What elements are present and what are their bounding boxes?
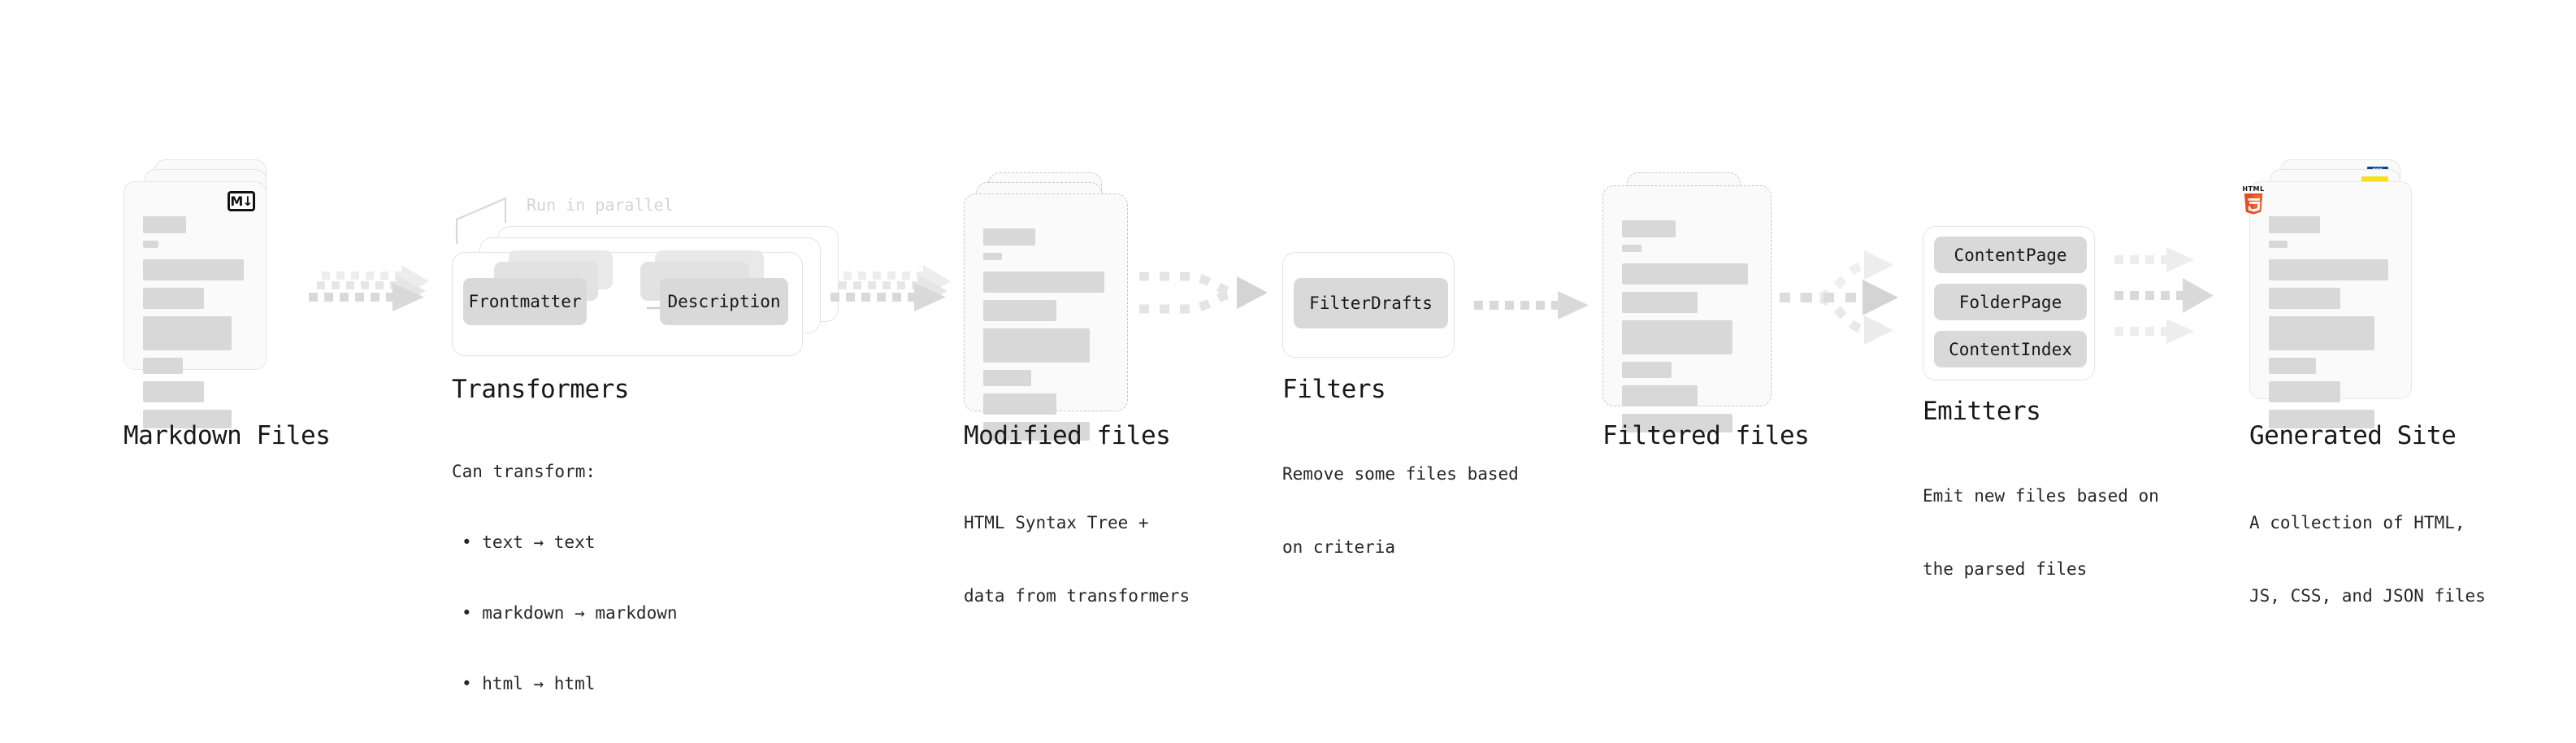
arrow-filtered-to-emitters xyxy=(1780,250,1898,345)
emitter-chip-contentpage[interactable]: ContentPage xyxy=(1934,237,2087,273)
emitters-desc-line-1: the parsed files xyxy=(1923,559,2088,579)
modified-files-card-front xyxy=(964,193,1128,441)
filter-chip-filterdrafts[interactable]: FilterDrafts xyxy=(1294,278,1448,328)
markdown-files-skeleton xyxy=(143,216,247,436)
run-in-parallel-label: Run in parallel xyxy=(527,195,674,215)
transformers-desc-line-2: • markdown → markdown xyxy=(462,603,678,623)
modified-files-skeleton xyxy=(983,228,1108,448)
emitter-chip-folderpage-label: FolderPage xyxy=(1958,292,2062,312)
filtered-files-card-front xyxy=(1602,185,1772,432)
skeleton-bar xyxy=(1622,362,1672,378)
skeleton-bar xyxy=(983,228,1035,245)
emitter-chip-folderpage[interactable]: FolderPage xyxy=(1934,284,2087,320)
generated-site-skeleton xyxy=(2269,216,2392,436)
transformers-desc-line-0: Can transform: xyxy=(452,462,596,481)
skeleton-bar xyxy=(983,253,1002,260)
run-in-parallel-bracket xyxy=(455,197,507,244)
emitters-desc-line-0: Emit new files based on xyxy=(1923,486,2159,506)
skeleton-bar xyxy=(1622,220,1676,237)
skeleton-bar xyxy=(2269,316,2374,350)
transformers-desc-line-3: • html → html xyxy=(462,674,596,693)
skeleton-bar xyxy=(143,381,204,402)
transformer-chip-frontmatter-label: Frontmatter xyxy=(468,292,582,311)
filters-desc-line-0: Remove some files based xyxy=(1282,464,1519,484)
filter-chip-filterdrafts-label: FilterDrafts xyxy=(1309,293,1433,313)
skeleton-bar xyxy=(2269,358,2316,374)
modified-files-title: Modified files xyxy=(964,421,1171,450)
skeleton-bar xyxy=(1622,292,1698,313)
skeleton-bar xyxy=(983,300,1056,321)
pipeline-diagram: M↓ Markdown Files Run in paralle xyxy=(124,159,2486,693)
generated-site-desc-line-0: A collection of HTML, xyxy=(2249,513,2465,532)
emitters-description: Emit new files based on the parsed files xyxy=(1923,435,2159,630)
arrow-filters-to-filtered xyxy=(1474,291,1589,319)
filtered-files-title: Filtered files xyxy=(1602,421,1810,450)
transformers-description: Can transform: • text → text • markdown … xyxy=(452,413,678,743)
skeleton-bar xyxy=(143,358,183,374)
skeleton-bar xyxy=(1622,414,1733,432)
generated-site-description: A collection of HTML, JS, CSS, and JSON … xyxy=(2249,462,2486,657)
skeleton-bar xyxy=(1622,320,1733,354)
emitters-title: Emitters xyxy=(1923,397,2041,426)
skeleton-bar xyxy=(1622,263,1748,285)
markdown-badge-letter: M xyxy=(230,193,243,209)
generated-site-desc-line-1: JS, CSS, and JSON files xyxy=(2249,586,2486,606)
filters-desc-line-1: on criteria xyxy=(1282,537,1396,557)
skeleton-bar xyxy=(983,328,1090,363)
html5-badge-icon: HTML xyxy=(2240,185,2267,219)
skeleton-bar xyxy=(983,393,1056,415)
skeleton-bar xyxy=(143,259,244,280)
transformer-chip-frontmatter[interactable]: Frontmatter xyxy=(463,278,587,325)
html5-badge-label: HTML xyxy=(2242,185,2265,193)
markdown-files-card-front: M↓ xyxy=(124,181,267,428)
arrow-markdown-to-transformers xyxy=(309,265,429,311)
filters-description: Remove some files based on criteria xyxy=(1282,413,1519,608)
emitter-chip-contentindex-label: ContentIndex xyxy=(1949,339,2072,359)
skeleton-bar xyxy=(2269,216,2320,233)
skeleton-bar xyxy=(143,288,204,309)
skeleton-bar xyxy=(143,241,158,248)
skeleton-bar xyxy=(983,370,1031,386)
emitter-chip-contentpage-label: ContentPage xyxy=(1954,245,2067,265)
skeleton-bar xyxy=(143,316,232,350)
skeleton-bar xyxy=(2269,410,2374,428)
skeleton-bar xyxy=(2269,241,2288,248)
arrow-modified-to-filters xyxy=(1139,272,1268,314)
modified-files-description: HTML Syntax Tree + data from transformer… xyxy=(964,462,1190,657)
skeleton-bar xyxy=(2269,288,2340,309)
markdown-files-title: Markdown Files xyxy=(124,421,331,450)
transformers-title: Transformers xyxy=(452,375,629,404)
emitter-chip-contentindex[interactable]: ContentIndex xyxy=(1934,331,2087,367)
generated-site-card-html: HTML xyxy=(2242,181,2412,428)
filtered-files-skeleton xyxy=(1622,220,1752,440)
skeleton-bar xyxy=(983,422,1090,441)
transformer-chip-description[interactable]: Description xyxy=(660,278,788,325)
skeleton-bar xyxy=(1622,245,1641,252)
skeleton-bar xyxy=(143,216,186,233)
modified-files-desc-line-1: data from transformers xyxy=(964,586,1190,606)
skeleton-bar xyxy=(2269,381,2340,402)
transformer-chip-description-label: Description xyxy=(667,292,781,311)
arrow-emitters-to-site xyxy=(2114,247,2214,344)
filters-title: Filters xyxy=(1282,375,1386,404)
skeleton-bar xyxy=(983,272,1104,293)
modified-files-desc-line-0: HTML Syntax Tree + xyxy=(964,513,1149,532)
skeleton-bar xyxy=(2269,259,2388,280)
generated-site-title: Generated Site xyxy=(2249,421,2457,450)
markdown-badge-arrow: ↓ xyxy=(242,193,253,209)
transformers-desc-line-1: • text → text xyxy=(462,532,596,552)
markdown-badge-icon: M↓ xyxy=(228,191,255,211)
arrow-transformers-to-modified xyxy=(830,265,951,311)
skeleton-bar xyxy=(143,410,232,428)
skeleton-bar xyxy=(1622,385,1698,406)
